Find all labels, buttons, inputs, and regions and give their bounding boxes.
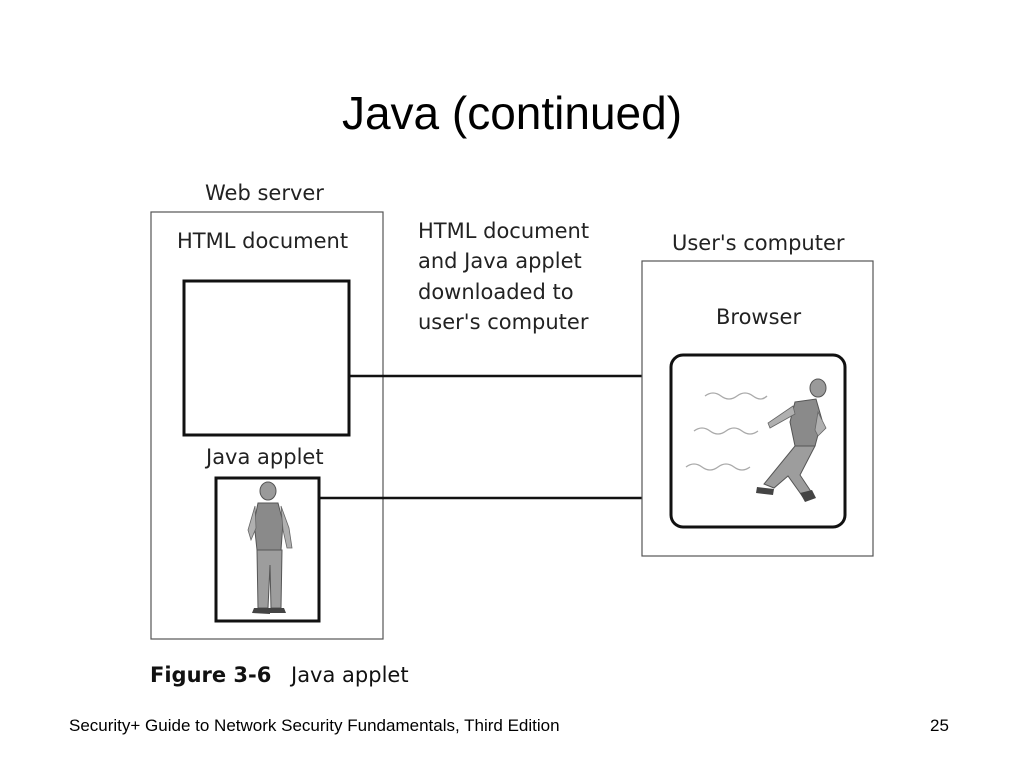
slide-title: Java (continued): [341, 87, 683, 139]
footer-book-title: Security+ Guide to Network Security Fund…: [69, 716, 560, 735]
figure-caption-number: Figure 3-6: [150, 663, 271, 687]
java-applet-diagram: Web server HTML document Java applet HTM…: [150, 181, 874, 687]
browser-label: Browser: [716, 305, 801, 329]
transfer-text-line-4: user's computer: [418, 310, 589, 334]
standing-person-icon: [247, 481, 293, 614]
figure-caption-text: Java applet: [289, 663, 409, 687]
transfer-text-line-2: and Java applet: [418, 249, 582, 273]
running-person-icon: [756, 378, 827, 502]
html-document-label: HTML document: [177, 229, 348, 253]
motion-lines-icon: [685, 392, 768, 471]
transfer-text-line-3: downloaded to: [418, 280, 574, 304]
web-server-label: Web server: [205, 181, 324, 205]
page-number: 25: [930, 716, 949, 735]
java-applet-label: Java applet: [204, 445, 324, 469]
users-computer-label: User's computer: [672, 231, 845, 255]
transfer-text-line-1: HTML document: [418, 219, 589, 243]
html-document-box: [182, 279, 351, 437]
